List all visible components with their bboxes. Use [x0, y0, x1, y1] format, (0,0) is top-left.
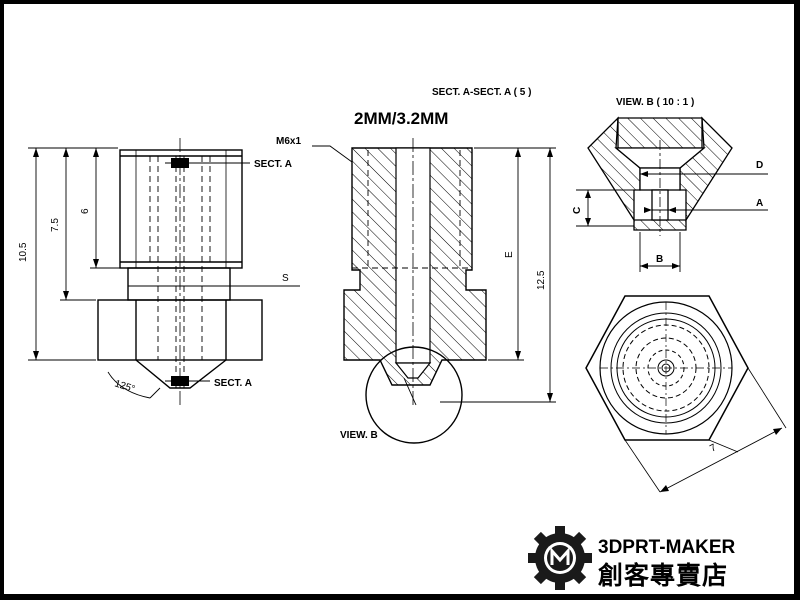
section-view-dimensions — [440, 147, 556, 403]
dim-c: C — [572, 207, 583, 214]
bottom-hex-view — [585, 295, 787, 493]
dim-e: E — [504, 251, 515, 258]
dim-d: D — [756, 160, 763, 171]
view-b-arrowheads — [585, 171, 680, 269]
brand-name: 3DPRT-MAKER — [598, 537, 736, 558]
view-b-title: VIEW. B ( 10 : 1 ) — [616, 97, 694, 108]
nozzle-size-title: 2MM/3.2MM — [354, 109, 448, 128]
dim-a: A — [756, 198, 763, 209]
hex-arrowheads — [660, 428, 782, 492]
dim-10-5: 10.5 — [18, 242, 29, 262]
view-b-detail — [587, 116, 733, 236]
dim-6: 6 — [80, 208, 91, 214]
angle-label: 125° — [113, 378, 136, 395]
sect-a-bottom-label: SECT. A — [214, 378, 252, 389]
brand-name-cjk: 創客專賣店 — [598, 561, 728, 590]
dim-b: B — [656, 254, 663, 265]
section-view-arrowheads — [515, 148, 553, 402]
dim-12-5: 12.5 — [536, 270, 547, 290]
nozzle-technical-drawing: 10.5 7.5 6 S 125° SECT. A SECT. A — [18, 87, 787, 590]
dim-s: S — [282, 273, 289, 284]
section-view — [312, 138, 487, 444]
gear-logo-icon — [528, 526, 592, 590]
dim-7: 7 — [708, 442, 718, 455]
side-view — [97, 138, 263, 405]
thread-label: M6x1 — [276, 136, 301, 147]
dim-7-5: 7.5 — [50, 218, 61, 232]
side-view-arrowheads — [33, 148, 99, 360]
drawing-sheet: 10.5 7.5 6 S 125° SECT. A SECT. A — [4, 4, 794, 594]
view-b-label: VIEW. B — [340, 430, 378, 441]
sect-a-top-label: SECT. A — [254, 159, 292, 170]
section-title: SECT. A-SECT. A ( 5 ) — [432, 87, 531, 98]
